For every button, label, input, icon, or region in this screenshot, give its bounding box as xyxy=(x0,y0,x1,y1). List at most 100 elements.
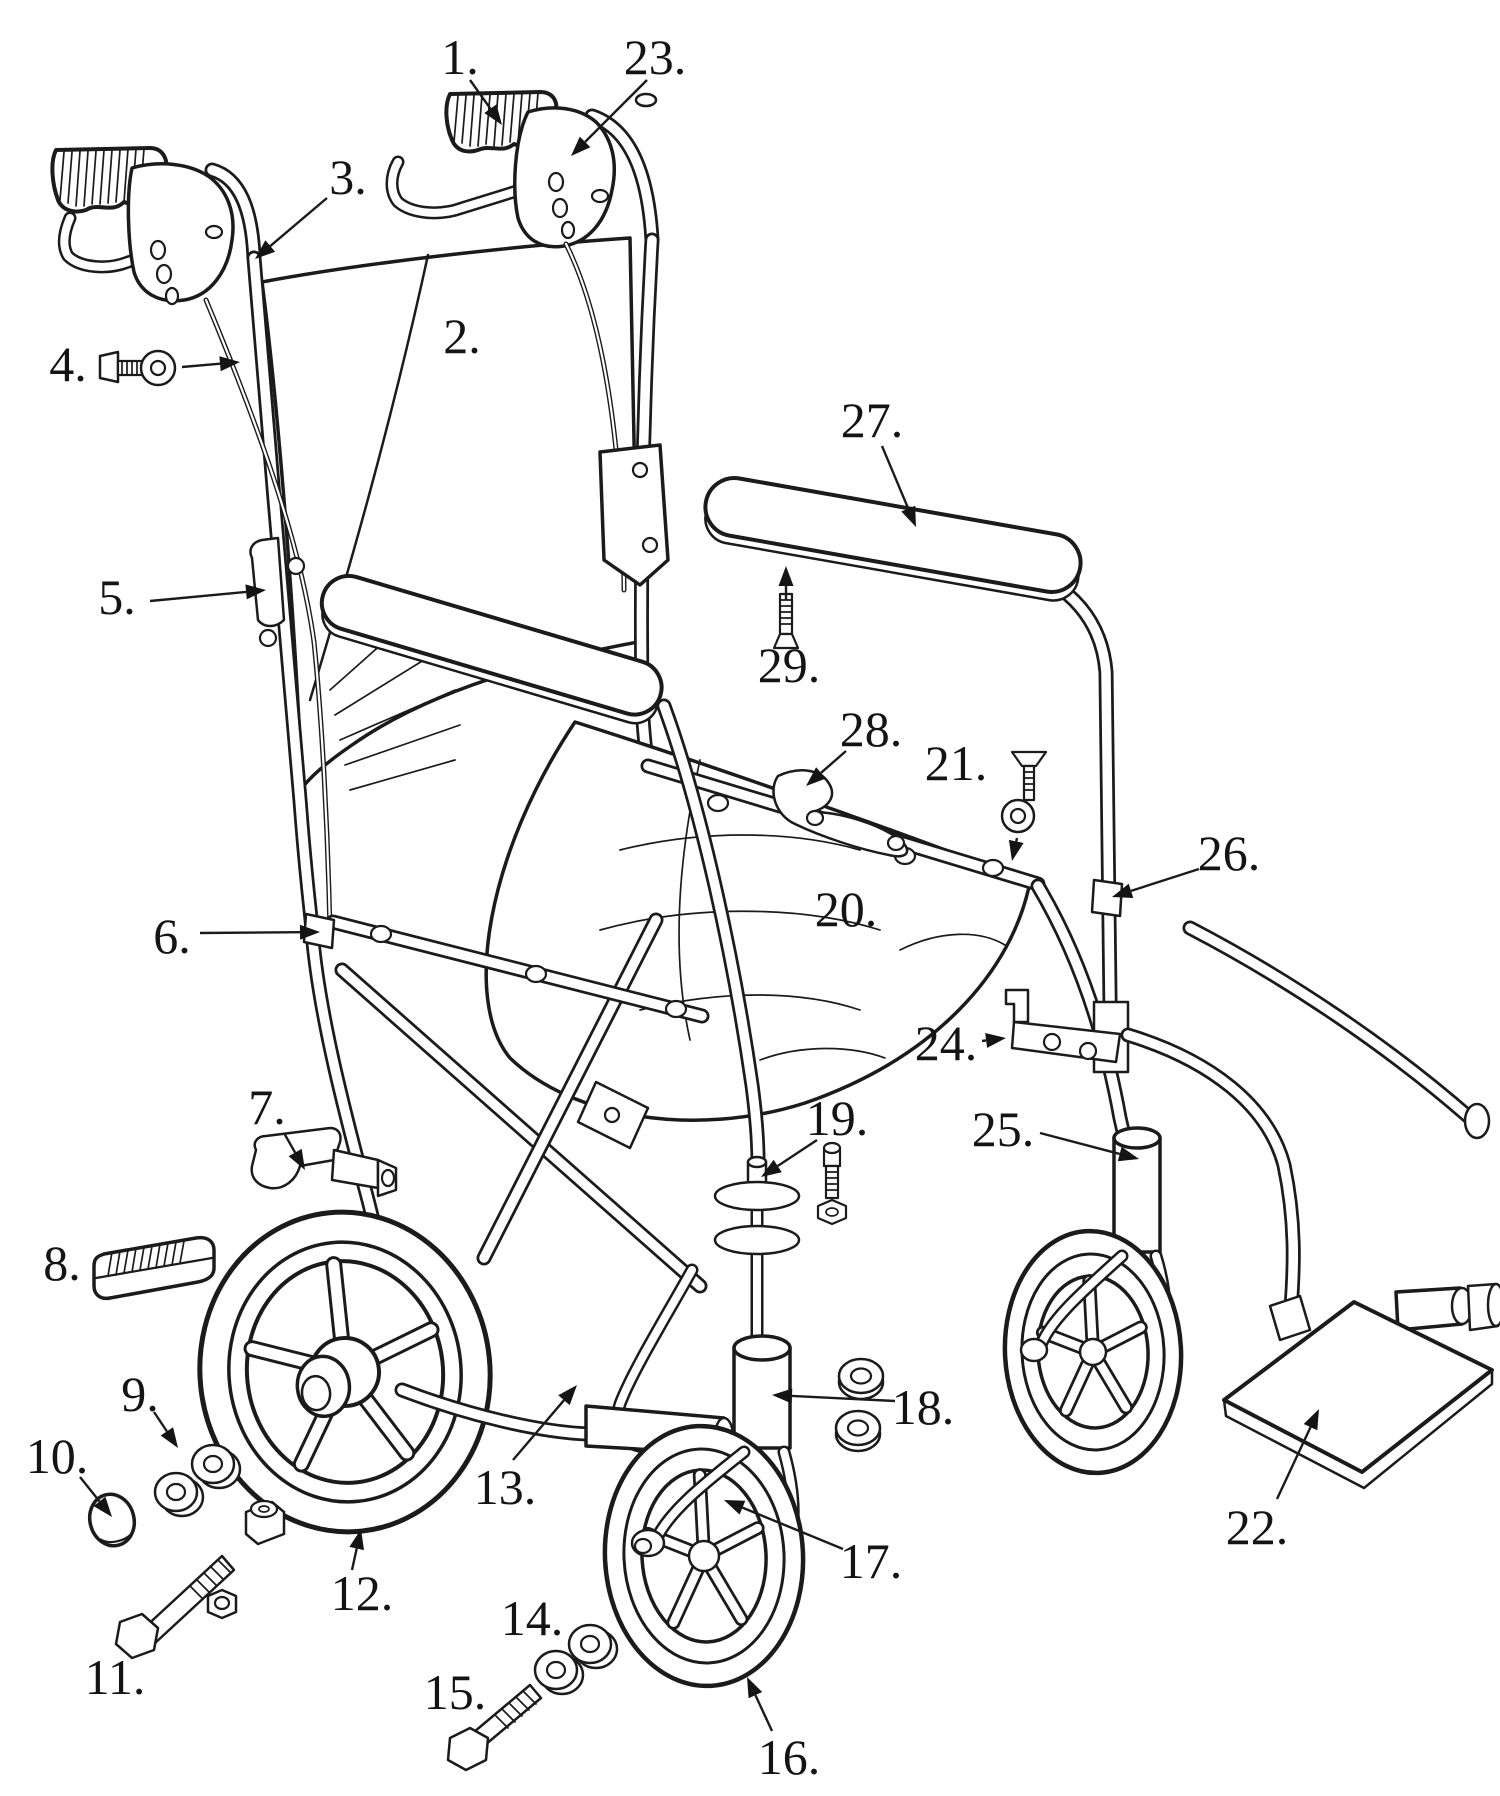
caster-left xyxy=(602,1334,806,1689)
armrest-latch xyxy=(249,536,286,628)
leader-arrowhead-12 xyxy=(349,1529,364,1551)
leader-line-7 xyxy=(282,1132,297,1154)
leader-line-28 xyxy=(820,750,847,774)
part-label-24: 24. xyxy=(915,1015,978,1071)
part-label-8: 8. xyxy=(43,1235,81,1291)
brake-pedal-8 xyxy=(92,1235,216,1301)
brake-clamp-left xyxy=(126,162,235,303)
leader-arrowhead-1 xyxy=(484,104,502,125)
tube-core xyxy=(207,165,259,263)
leader-arrowhead-26 xyxy=(1112,883,1134,898)
tube-core xyxy=(1036,1252,1126,1352)
part-label-19: 19. xyxy=(806,1090,869,1146)
leader-arrowhead-16 xyxy=(747,1677,763,1699)
stem-bolt-19 xyxy=(816,1141,848,1226)
part-label-1: 1. xyxy=(441,29,479,85)
leader-arrowhead-29 xyxy=(778,566,794,586)
footrest-hanger-tube-core xyxy=(1123,1030,1299,1313)
bearings-18 xyxy=(834,1357,885,1453)
part-label-27: 27. xyxy=(841,392,904,448)
part-label-3: 3. xyxy=(329,149,367,205)
part-label-7: 7. xyxy=(248,1079,286,1135)
part-label-14: 14. xyxy=(501,1590,564,1646)
leader-line-3 xyxy=(269,197,328,247)
brake-bracket-7 xyxy=(250,1126,398,1198)
tube-core xyxy=(1185,923,1475,1123)
part-label-29: 29. xyxy=(758,637,821,693)
leader-line-9 xyxy=(153,1411,168,1433)
leader-line-26 xyxy=(1130,867,1200,893)
screw-and-washer-4 xyxy=(98,349,177,387)
leader-line-17 xyxy=(742,1506,844,1551)
caster-wheel-right xyxy=(1002,1228,1184,1476)
leader-line-16 xyxy=(754,1694,774,1732)
leader-line-24 xyxy=(981,1039,987,1043)
part-label-2: 2. xyxy=(443,308,481,364)
leader-line-1 xyxy=(469,79,492,110)
axle-bolt-11 xyxy=(114,1554,236,1660)
part-label-28: 28. xyxy=(840,701,903,757)
part-label-15: 15. xyxy=(424,1664,487,1720)
leader-arrowhead-5 xyxy=(245,584,266,600)
leader-arrowhead-22 xyxy=(1303,1409,1319,1431)
tube-core xyxy=(659,701,763,1167)
seat-strap xyxy=(772,769,909,858)
brake-cable-left-core xyxy=(204,298,332,937)
part-label-26: 26. xyxy=(1198,825,1261,881)
tube-core xyxy=(337,965,705,1291)
bearings-14 xyxy=(533,1623,619,1696)
part-label-10: 10. xyxy=(26,1428,89,1484)
armrest-left xyxy=(249,536,664,725)
part-label-11: 11. xyxy=(85,1649,146,1705)
part-labels: 1.2.3.4.5.6.7.8.9.10.11.12.13.14.15.16.1… xyxy=(26,29,1289,1785)
leader-arrowhead-28 xyxy=(806,767,826,786)
part-label-6: 6. xyxy=(153,908,191,964)
tube-core xyxy=(249,253,317,935)
cross-brace xyxy=(334,912,708,1294)
armrest-screw-29 xyxy=(772,592,800,650)
leader-arrowhead-6 xyxy=(299,924,320,940)
caster-bolt-15 xyxy=(446,1683,543,1772)
leader-line-22 xyxy=(1275,1426,1312,1500)
leader-arrowhead-18 xyxy=(772,1388,793,1404)
seat-rail-left xyxy=(302,912,710,1024)
leader-arrowhead-19 xyxy=(761,1159,782,1177)
leader-line-19 xyxy=(777,1138,818,1167)
rail-screw-21 xyxy=(1000,750,1048,834)
leader-arrowhead-21 xyxy=(1008,839,1024,861)
rear-wheel xyxy=(197,1209,493,1535)
part-label-25: 25. xyxy=(972,1101,1035,1157)
leader-line-25 xyxy=(1039,1131,1120,1156)
part-label-9: 9. xyxy=(121,1366,159,1422)
tube-core xyxy=(587,111,657,245)
armrest-right xyxy=(703,476,1083,602)
tube-core xyxy=(397,1385,593,1439)
leader-lines xyxy=(79,79,1319,1732)
part-label-21: 21. xyxy=(925,735,988,791)
axle-nut xyxy=(206,1588,238,1620)
brake-clamp-right xyxy=(513,106,616,249)
leader-arrowhead-10 xyxy=(93,1496,112,1517)
part-label-5: 5. xyxy=(98,569,136,625)
folding-bracket xyxy=(1004,988,1122,1064)
leader-line-18 xyxy=(791,1394,896,1403)
part-label-13: 13. xyxy=(474,1459,537,1515)
part-label-12: 12. xyxy=(331,1565,394,1621)
leader-line-5 xyxy=(149,590,247,603)
leader-line-13 xyxy=(512,1399,565,1461)
seat-rail-clamp xyxy=(1090,878,1124,918)
push-handle-left xyxy=(50,146,320,938)
tube-core xyxy=(328,917,707,1021)
part-label-23: 23. xyxy=(624,29,687,85)
bearings-9 xyxy=(153,1443,242,1518)
caster-wheel-left xyxy=(602,1423,806,1689)
leader-arrowhead-23 xyxy=(571,136,591,156)
leader-line-27 xyxy=(880,445,910,510)
tube-core xyxy=(652,1448,748,1544)
leader-line-21 xyxy=(1015,837,1019,842)
leader-arrowhead-25 xyxy=(1117,1146,1139,1162)
part-label-22: 22. xyxy=(1226,1499,1289,1555)
leader-arrowhead-9 xyxy=(160,1427,178,1448)
